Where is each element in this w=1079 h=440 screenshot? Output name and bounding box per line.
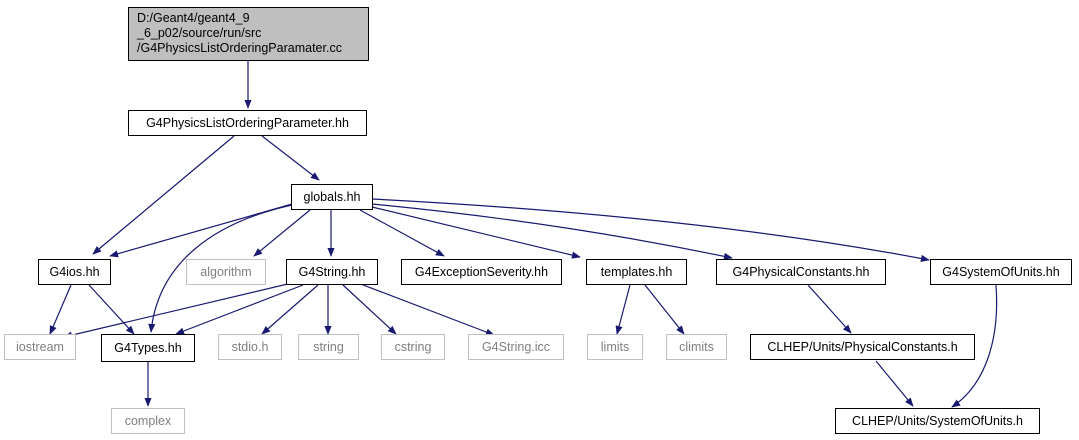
edge-g4ios-to-iostream <box>49 284 72 335</box>
edge-g4string-to-cstring <box>342 284 397 335</box>
edge-g4string-to-iostream <box>63 281 297 339</box>
edge-globals-to-algorithm <box>253 209 311 257</box>
node-cstring: cstring <box>381 334 445 360</box>
edge-g4string-to-g4string-icc <box>357 282 495 336</box>
node-label: G4String.hh <box>299 265 366 279</box>
node-label: templates.hh <box>601 265 673 279</box>
node-g4physicslistorderingparameter[interactable]: G4PhysicsListOrderingParameter.hh <box>128 110 367 136</box>
node-label: G4PhysicsListOrderingParameter.hh <box>146 116 349 130</box>
edge-g4system-of-units-to-clhep-system-of-units <box>951 284 998 408</box>
edge-globals-to-g4system-of-units <box>371 198 930 263</box>
root-file-path-line-2: _6_p02/source/run/src <box>136 26 261 40</box>
node-label: limits <box>601 340 629 354</box>
edge-g4ios-to-g4types <box>88 284 135 335</box>
node-label: CLHEP/Units/PhysicalConstants.h <box>767 340 957 354</box>
node-iostream: iostream <box>4 334 76 360</box>
node-g4systemofunits[interactable]: G4SystemOfUnits.hh <box>930 259 1072 285</box>
node-g4string[interactable]: G4String.hh <box>286 259 378 285</box>
edge-globals-to-g4physical-constants <box>371 203 733 260</box>
edge-g4string-to-g4types <box>175 284 304 335</box>
edge-physics-list-ordering-parameter-to-globals <box>261 135 320 181</box>
node-g4exceptionseverity[interactable]: G4ExceptionSeverity.hh <box>401 259 562 285</box>
edge-globals-to-g4exception-severity <box>359 209 445 257</box>
node-complex: complex <box>111 408 185 434</box>
edge-globals-to-templates <box>371 206 581 259</box>
node-label: G4PhysicalConstants.hh <box>733 265 870 279</box>
node-g4types[interactable]: G4Types.hh <box>101 334 195 362</box>
edge-templates-to-limits <box>615 284 631 335</box>
node-clhep-systemofunits[interactable]: CLHEP/Units/SystemOfUnits.h <box>835 408 1040 434</box>
node-clhep-physicalconstants[interactable]: CLHEP/Units/PhysicalConstants.h <box>750 334 975 360</box>
node-algorithm: algorithm <box>186 259 266 285</box>
node-string: string <box>298 334 359 360</box>
node-label: G4SystemOfUnits.hh <box>942 265 1059 279</box>
node-climits: climits <box>666 334 727 360</box>
node-label: stdio.h <box>232 340 269 354</box>
node-label: G4Types.hh <box>114 341 181 355</box>
node-label: string <box>313 340 344 354</box>
node-label: cstring <box>395 340 432 354</box>
node-label: G4ExceptionSeverity.hh <box>415 265 548 279</box>
node-g4physicalconstants[interactable]: G4PhysicalConstants.hh <box>716 259 886 285</box>
node-limits: limits <box>587 334 643 360</box>
edge-physics-list-ordering-parameter-to-g4ios <box>92 135 235 255</box>
node-templates[interactable]: templates.hh <box>586 259 687 285</box>
edge-clhep-physical-constants-to-clhep-system-of-units <box>875 360 914 407</box>
node-globals[interactable]: globals.hh <box>291 184 373 210</box>
node-label: G4String.icc <box>482 340 550 354</box>
node-g4string-icc: G4String.icc <box>468 334 564 360</box>
node-root-file: D:/Geant4/geant4_9 _6_p02/source/run/src… <box>128 7 369 61</box>
node-label: G4ios.hh <box>49 265 99 279</box>
node-label: iostream <box>16 340 64 354</box>
node-g4ios[interactable]: G4ios.hh <box>38 259 111 285</box>
edge-g4string-to-stdio <box>261 284 319 335</box>
edge-globals-to-g4types <box>148 204 293 333</box>
node-label: algorithm <box>200 265 251 279</box>
edge-templates-to-climits <box>644 284 685 335</box>
edge-g4physical-constants-to-clhep-physical-constants <box>807 284 852 334</box>
root-file-path-line-1: D:/Geant4/geant4_9 <box>137 11 250 25</box>
node-label: complex <box>125 414 172 428</box>
node-label: CLHEP/Units/SystemOfUnits.h <box>852 414 1023 428</box>
node-label: climits <box>679 340 714 354</box>
node-stdio: stdio.h <box>218 334 282 360</box>
root-file-path-line-3: /G4PhysicsListOrderingParamater.cc <box>137 41 342 55</box>
node-label: globals.hh <box>304 190 361 204</box>
